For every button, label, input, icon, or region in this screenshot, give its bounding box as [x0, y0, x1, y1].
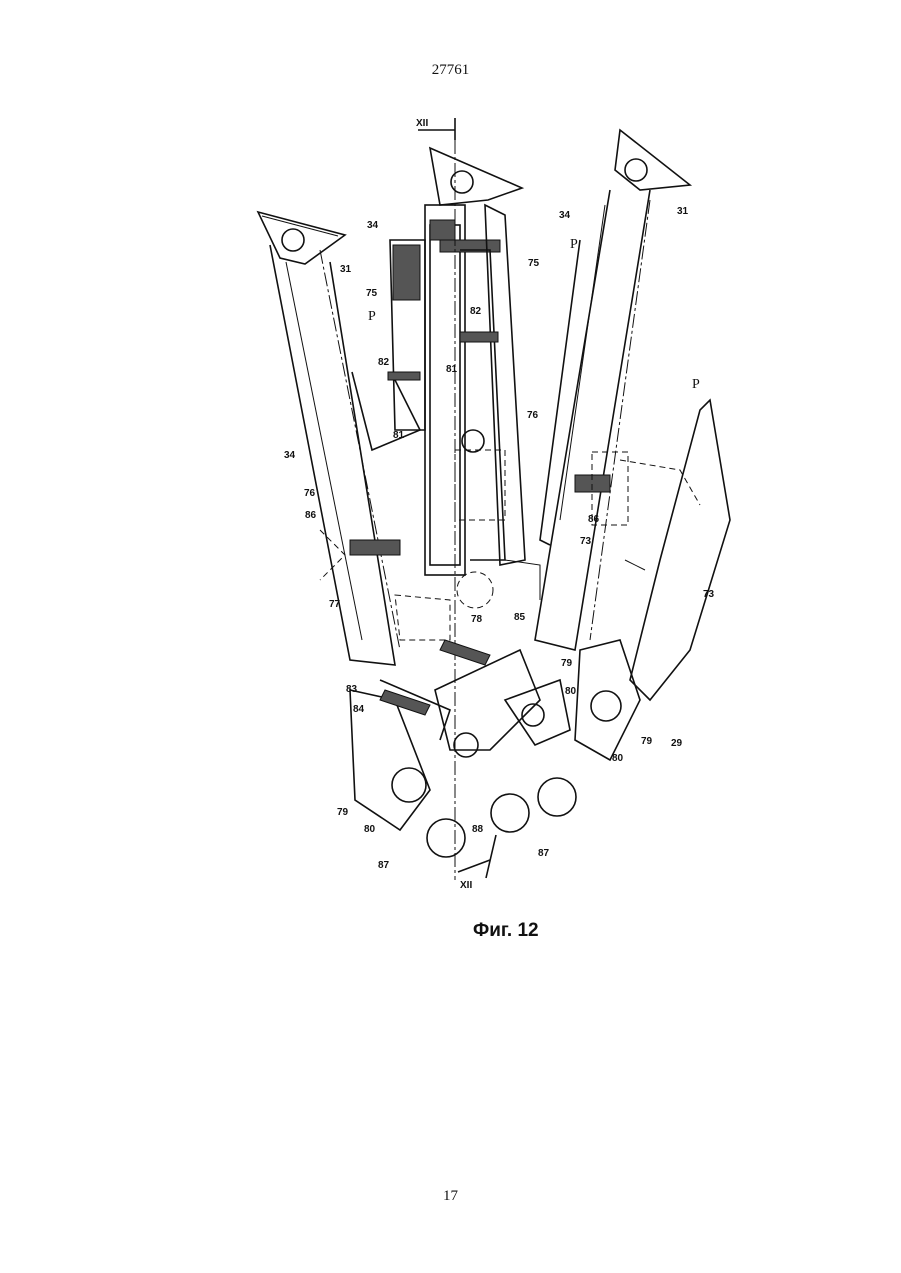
center-arm: [388, 140, 525, 880]
label-31-right: 31: [677, 206, 689, 217]
label-81-left: 81: [393, 430, 405, 441]
section-mark-top: XII: [416, 118, 455, 140]
label-34-top: 34: [367, 220, 379, 231]
label-P-left: P: [368, 309, 376, 324]
lower-mechanism: [320, 530, 640, 857]
label-34-right: 34: [559, 210, 571, 221]
label-80-right: 80: [612, 753, 624, 764]
label-79-left: 79: [337, 807, 349, 818]
right-arm: [535, 130, 690, 650]
label-75-left: 75: [366, 288, 378, 299]
label-29: 29: [671, 738, 683, 749]
label-85: 85: [514, 612, 526, 623]
label-77: 77: [329, 599, 341, 610]
label-84: 84: [353, 704, 365, 715]
label-76-left: 76: [304, 488, 316, 499]
label-87-right: 87: [538, 848, 550, 859]
label-82-left: 82: [378, 357, 390, 368]
section-mark-bottom-label: XII: [460, 880, 472, 891]
section-mark-top-label: XII: [416, 118, 428, 129]
label-P-right: P: [570, 237, 578, 252]
label-82-center: 82: [470, 306, 482, 317]
label-75-right: 75: [528, 258, 540, 269]
label-73-center: 73: [580, 536, 592, 547]
label-80-left: 80: [364, 824, 376, 835]
page-number: 17: [0, 1188, 901, 1205]
label-81-center: 81: [446, 364, 458, 375]
label-86-right: 86: [588, 514, 600, 525]
label-83: 83: [346, 684, 358, 695]
label-78: 78: [471, 614, 483, 625]
label-P-far-right: P: [692, 377, 700, 392]
label-31-left: 31: [340, 264, 352, 275]
far-right-tool: [620, 400, 730, 700]
label-34-left: 34: [284, 450, 296, 461]
label-80-center: 80: [565, 686, 577, 697]
label-79-center: 79: [561, 658, 573, 669]
label-87-left: 87: [378, 860, 390, 871]
label-86-left: 86: [305, 510, 317, 521]
figure-caption: Фиг. 12: [473, 920, 539, 942]
label-88: 88: [472, 824, 484, 835]
label-79-right: 79: [641, 736, 653, 747]
label-73-right: 73: [703, 589, 715, 600]
label-76-center: 76: [527, 410, 539, 421]
